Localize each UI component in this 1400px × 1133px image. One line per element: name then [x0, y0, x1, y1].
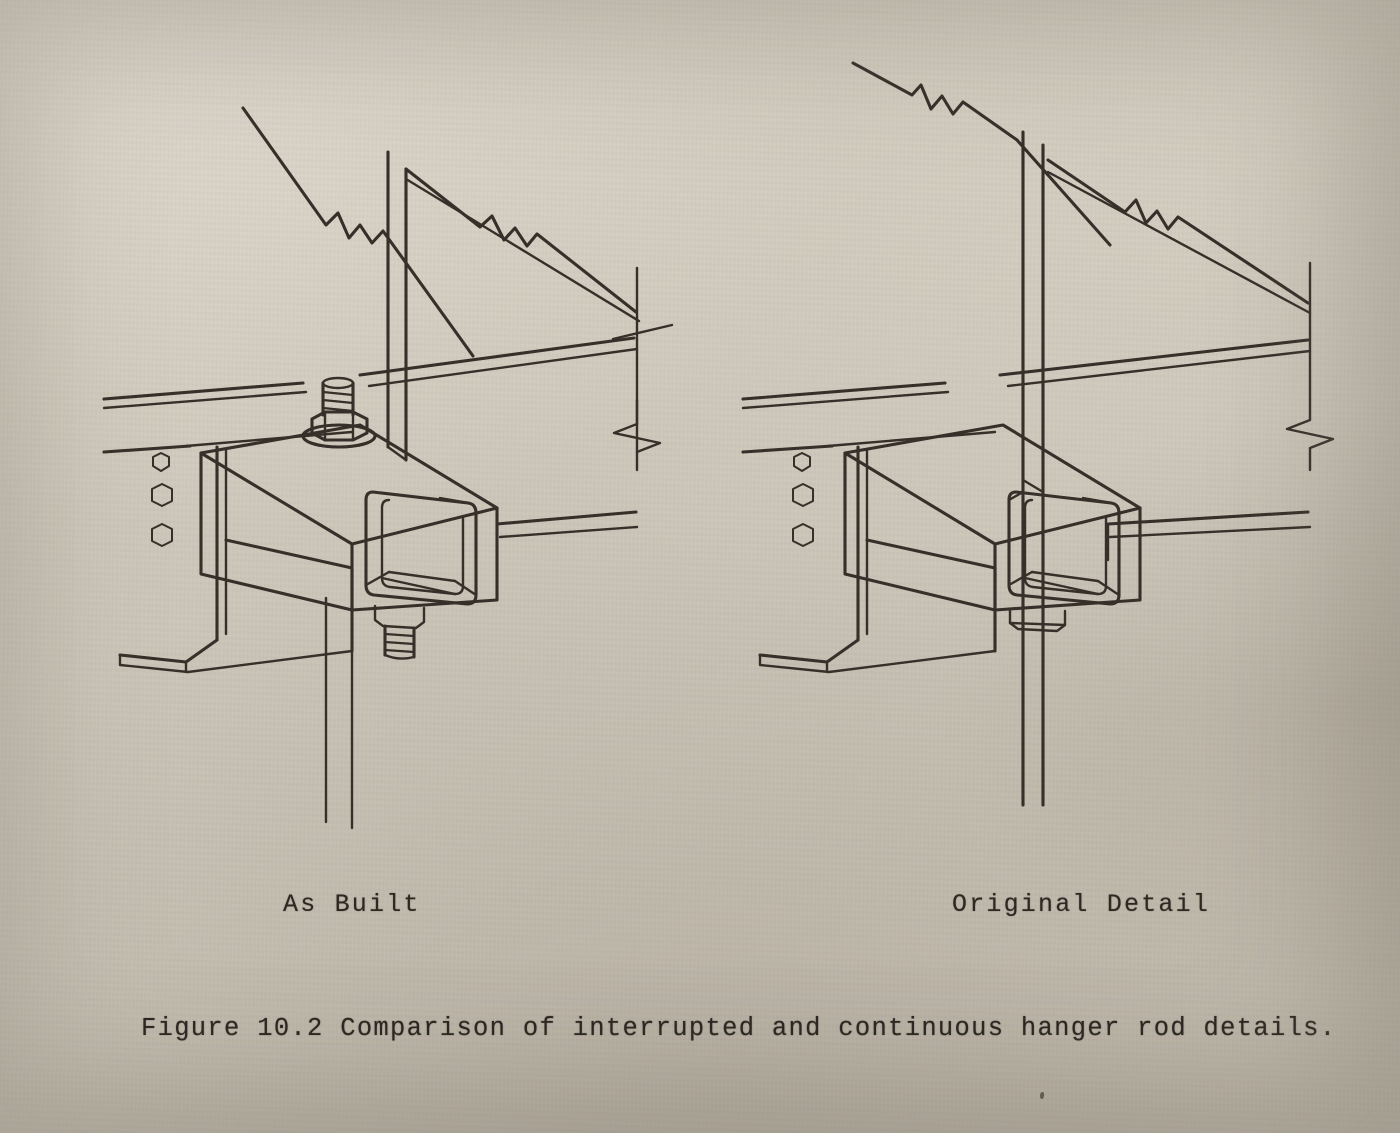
- right-bolt-heads: [792, 452, 814, 547]
- left-slab-and-beam: [102, 106, 674, 562]
- paper-speck: [1039, 1091, 1045, 1100]
- panel-label-original-detail: Original Detail: [952, 890, 1211, 919]
- right-slab-and-beam: [741, 61, 1335, 562]
- left-connection-angle: [118, 445, 354, 674]
- right-continuous-hanger-rod: [1021, 130, 1045, 807]
- right-connection-angle: [758, 445, 997, 674]
- left-hex-nut-and-washer: [301, 376, 377, 449]
- left-lower-hanger-rod: [324, 596, 354, 830]
- left-bolt-heads: [151, 452, 173, 547]
- left-threaded-stud-bottom: [373, 604, 426, 660]
- panel-label-as-built: As Built: [283, 890, 421, 919]
- figure-caption: Figure 10.2 Comparison of interrupted an…: [141, 1014, 1337, 1043]
- right-bearing-plate: [1008, 607, 1067, 633]
- left-upper-hanger-rod: [386, 150, 408, 462]
- left-box-beam: [199, 423, 499, 612]
- right-box-beam: [843, 423, 1142, 612]
